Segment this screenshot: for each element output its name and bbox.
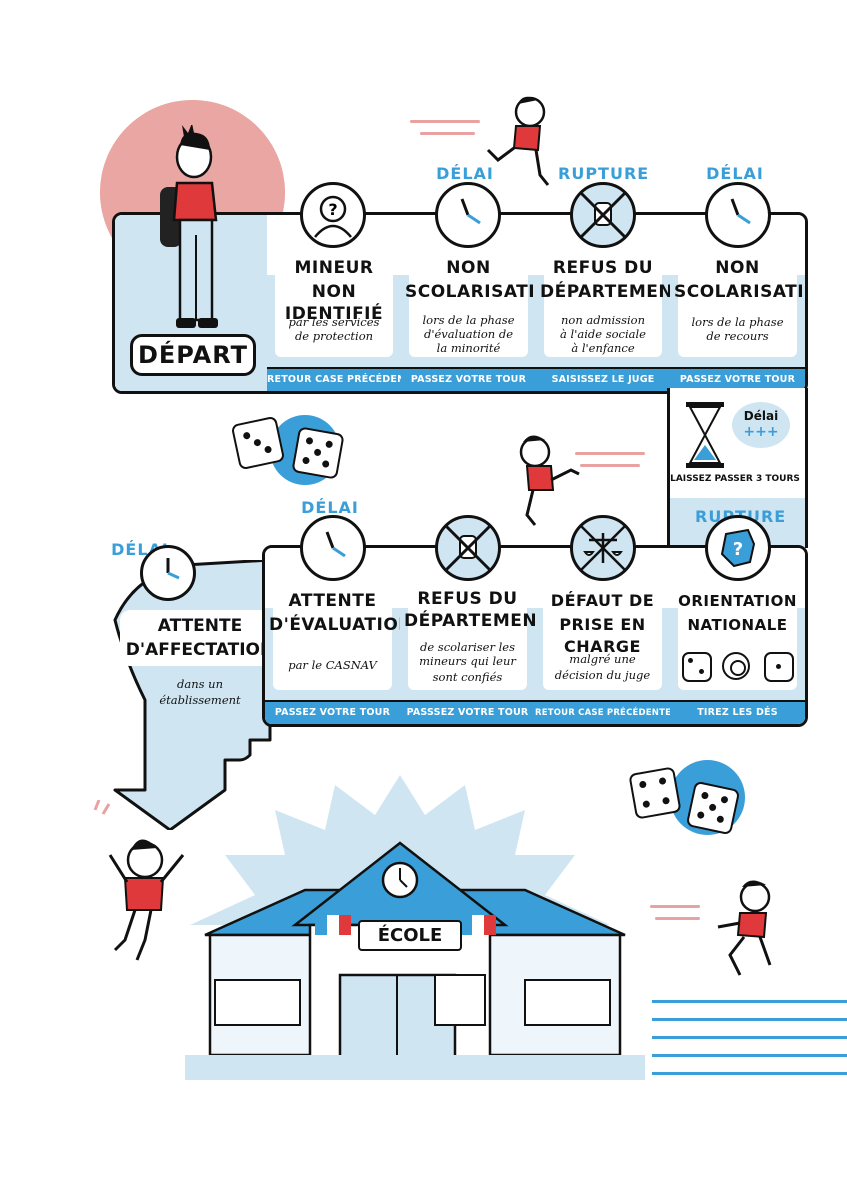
cell-sub: malgré une xyxy=(569,652,636,666)
cell-sub: par le CASNAV xyxy=(288,658,377,672)
tag-rupture: RUPTURE xyxy=(558,164,650,183)
cell-sub: de protection xyxy=(294,329,374,343)
cell-title: D'ÉVALUATION xyxy=(269,615,414,635)
dice-icon xyxy=(628,766,682,820)
cell-title: SCOLARISATION xyxy=(405,282,565,302)
tag-delai: DÉLAI xyxy=(436,164,494,183)
dice-icon xyxy=(764,652,794,682)
cell-footer: PASSEZ VOTRE TOUR xyxy=(265,700,400,724)
cell-sub: sont confiés xyxy=(432,670,503,684)
cell-sub: la minorité xyxy=(436,341,501,355)
cell-title: DÉFAUT DE xyxy=(550,591,655,610)
cell-footer: SAISISSEZ LE JUGE xyxy=(536,367,670,391)
cell-footer: RETOUR CASE PRÉCÉDENTE xyxy=(267,367,418,391)
running-girl-icon xyxy=(519,435,580,526)
cell-title: NON IDENTIFIÉ xyxy=(284,282,384,324)
cell-r2-3[interactable]: DÉFAUT DE PRISE EN CHARGE malgré une déc… xyxy=(535,548,672,724)
cell-sub: lors de la phase xyxy=(422,313,515,327)
hand-stop-icon xyxy=(570,182,636,248)
cell-r2-4[interactable]: ORIENTATION NATIONALE TIREZ LES DÉS xyxy=(670,548,805,724)
arrow-title-1: ATTENTE xyxy=(157,616,243,636)
cell-title: NON xyxy=(446,258,491,278)
svg-text:?: ? xyxy=(328,200,337,219)
decor-line xyxy=(652,1018,847,1021)
decor-line xyxy=(652,1054,847,1057)
hourglass-icon xyxy=(686,402,724,468)
decor-line xyxy=(652,1000,847,1003)
arrow-clock-icon xyxy=(140,545,196,601)
school-building xyxy=(185,841,645,1080)
dice-icon xyxy=(230,415,286,471)
cell-title: MINEUR xyxy=(294,258,374,278)
person-question-icon: ? xyxy=(300,182,366,248)
arrow-title: ATTENTE D'AFFECTATION xyxy=(120,610,280,666)
hand-stop-icon xyxy=(435,515,501,581)
cell-sub: de recours xyxy=(706,329,769,343)
cell-title: NATIONALE xyxy=(687,616,788,634)
cell-title: ATTENTE xyxy=(288,591,377,611)
spiral-icon xyxy=(722,652,750,680)
arrow-sub-1: dans un xyxy=(177,677,223,691)
bubble-plus: +++ xyxy=(743,424,779,440)
cell-footer: PASSEZ VOTRE TOUR xyxy=(401,367,536,391)
arrow-sub-2: établissement xyxy=(159,693,241,707)
cell-title: NON xyxy=(715,258,760,278)
board-row-2: ATTENTE D'ÉVALUATION par le CASNAV PASSE… xyxy=(262,545,808,727)
dice-icon xyxy=(682,652,712,682)
scales-icon xyxy=(570,515,636,581)
cell-sub: mineurs qui leur xyxy=(419,654,516,668)
dice-icon xyxy=(685,780,741,836)
motion-line xyxy=(655,917,700,920)
france-question-icon: ? xyxy=(705,515,771,581)
arrow-title-2: D'AFFECTATION xyxy=(125,640,275,660)
cell-footer: PASSSEZ VOTRE TOUR xyxy=(400,700,535,724)
clock-icon xyxy=(705,182,771,248)
cell-sub: par les services xyxy=(288,315,380,329)
decor-line xyxy=(652,1036,847,1039)
motion-line xyxy=(575,452,645,455)
start-label: DÉPART xyxy=(130,334,256,376)
cell-sub: à l'aide sociale xyxy=(560,327,646,341)
motion-line xyxy=(580,464,640,467)
cell-sub: de scolariser les xyxy=(419,640,516,654)
cell-footer: RETOUR CASE PRÉCÉDENTE xyxy=(535,700,671,724)
cell-title: REFUS DU xyxy=(417,589,518,609)
cell-title: SCOLARISATION xyxy=(674,282,805,302)
motion-line xyxy=(650,905,700,908)
side-text: LAISSEZ PASSER 3 TOURS xyxy=(670,474,800,484)
clock-icon xyxy=(300,515,366,581)
cell-r1-3[interactable]: REFUS DU DÉPARTEMENT non admission à l'a… xyxy=(536,215,686,391)
cell-sub: décision du juge xyxy=(554,668,651,682)
cell-title: REFUS DU xyxy=(552,258,654,278)
jumping-girl-icon xyxy=(93,800,185,961)
clock-icon xyxy=(435,182,501,248)
motion-line xyxy=(420,132,475,135)
motion-line xyxy=(410,120,480,123)
cell-sub: d'évaluation de xyxy=(423,327,514,341)
girl-character-icon xyxy=(160,125,218,328)
decor-line xyxy=(652,1072,847,1075)
svg-text:?: ? xyxy=(733,539,743,560)
cell-title: ORIENTATION xyxy=(678,592,797,610)
delai-bubble: Délai +++ xyxy=(732,402,790,448)
cell-sub: lors de la phase xyxy=(691,315,784,329)
school-sign: ÉCOLE xyxy=(358,920,462,951)
tag-delai: DÉLAI xyxy=(706,164,764,183)
running-girl-icon xyxy=(486,96,550,186)
tag-delai: DÉLAI xyxy=(301,498,359,517)
cell-footer: TIREZ LES DÉS xyxy=(670,700,805,724)
bubble-label: Délai xyxy=(743,409,779,423)
cell-title: PRISE EN CHARGE xyxy=(559,615,646,656)
cell-sub: à l'enfance xyxy=(571,341,635,355)
cell-title: DÉPARTEMENT xyxy=(404,611,550,631)
cell-sub: non admission xyxy=(560,313,645,327)
running-girl-icon xyxy=(717,880,772,976)
cell-r1-1[interactable]: MINEUR NON IDENTIFIÉ par les services de… xyxy=(267,215,418,391)
dice-icon xyxy=(291,426,345,480)
cell-title: DÉPARTEMENT xyxy=(540,282,686,302)
cell-footer: PASSEZ VOTRE TOUR xyxy=(670,367,805,391)
arrow-sub: dans un établissement xyxy=(140,676,260,708)
